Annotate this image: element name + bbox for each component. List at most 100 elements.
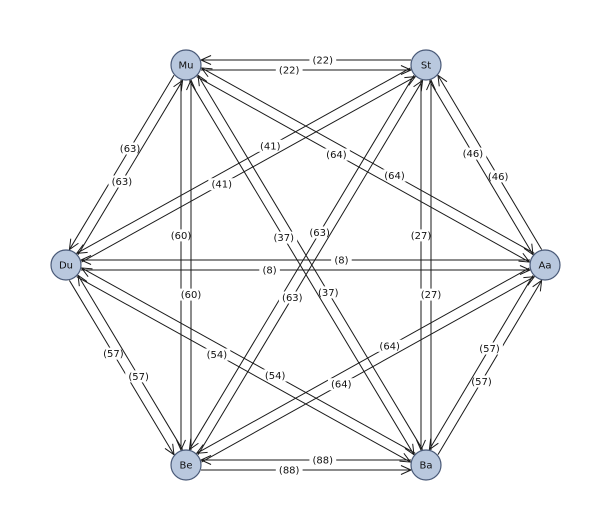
arrowhead xyxy=(413,79,424,92)
node-label: Ba xyxy=(420,461,433,472)
edge-be-to-ba: (88) xyxy=(201,464,413,477)
edge-label-background xyxy=(309,454,337,466)
arrowhead xyxy=(523,243,534,256)
arrowhead xyxy=(75,244,88,254)
edge-weight-label: (60) xyxy=(171,231,192,242)
edge-label-background xyxy=(476,342,503,355)
edge-label-background xyxy=(468,375,495,388)
node-mu: Mu xyxy=(170,49,202,81)
edge-line xyxy=(201,276,535,463)
edge-label-background xyxy=(376,339,404,352)
arrowhead xyxy=(77,274,88,287)
node-label: Mu xyxy=(179,61,194,72)
edge-weight-label: (41) xyxy=(211,180,232,191)
edge-label-background xyxy=(125,370,153,383)
edge-mu-to-aa: (64) xyxy=(196,76,531,263)
arrowhead xyxy=(188,438,199,451)
arrowhead xyxy=(195,444,208,454)
edge-weight-label: (57) xyxy=(479,344,500,355)
edge-line xyxy=(201,67,535,254)
edge-line xyxy=(77,275,183,450)
arrowhead xyxy=(404,76,417,86)
arrowhead xyxy=(426,78,436,91)
node-aa: Aa xyxy=(529,249,561,281)
edge-weight-label: (63) xyxy=(120,144,141,155)
edge-line xyxy=(437,280,543,455)
edge-label-background xyxy=(167,229,195,242)
arrowhead xyxy=(80,267,93,278)
arrowhead xyxy=(79,255,92,265)
node-circle xyxy=(529,249,561,281)
edge-line xyxy=(196,267,530,454)
edge-weight-label: (64) xyxy=(331,380,352,391)
edge-label-background xyxy=(275,64,303,76)
node-label: Be xyxy=(179,461,192,472)
edge-weight-label: (63) xyxy=(282,293,303,304)
edge-weight-label: (46) xyxy=(488,172,509,183)
edge-line xyxy=(76,67,411,254)
edge-line xyxy=(69,280,175,455)
arrowhead xyxy=(518,252,531,263)
edge-label-background xyxy=(177,288,205,301)
edge-label-background xyxy=(203,348,231,361)
edge-label-background xyxy=(323,148,350,161)
edge-label-background xyxy=(108,175,136,188)
arrowhead xyxy=(197,74,208,87)
edge-line xyxy=(197,80,423,455)
edge-aa-to-st: (46) xyxy=(437,74,543,250)
edge-weight-label: (57) xyxy=(471,377,492,388)
edge-weight-label: (37) xyxy=(318,288,339,299)
edge-label-background xyxy=(99,347,127,360)
edge-label-background xyxy=(314,286,342,299)
edge-label-background xyxy=(270,231,298,244)
edge-aa-to-du: (8) xyxy=(79,254,530,267)
edge-label-background xyxy=(275,464,303,476)
arrowhead xyxy=(437,74,448,87)
edge-weight-label: (27) xyxy=(411,231,432,242)
edge-mu-to-ba: (37) xyxy=(189,80,415,456)
edge-label-background xyxy=(459,147,487,160)
edge-st-to-aa: (46) xyxy=(428,80,534,256)
arrowhead xyxy=(428,438,439,451)
edge-ba-to-mu: (37) xyxy=(197,74,423,450)
arrowhead xyxy=(186,78,196,91)
edge-weight-label: (37) xyxy=(273,233,294,244)
edge-st-to-ba: (27) xyxy=(407,80,435,452)
edge-weight-label: (64) xyxy=(326,150,347,161)
arrowhead xyxy=(400,65,413,75)
node-st: St xyxy=(410,49,442,81)
arrowhead xyxy=(199,455,212,465)
node-du: Du xyxy=(50,249,82,281)
edge-aa-to-be: (64) xyxy=(195,267,530,454)
edge-line xyxy=(428,80,534,255)
node-circle xyxy=(410,49,442,81)
node-label: St xyxy=(421,61,431,72)
edge-weight-label: (60) xyxy=(181,290,202,301)
edge-weight-label: (57) xyxy=(103,349,124,360)
edge-weight-label: (64) xyxy=(379,341,400,352)
edge-label-background xyxy=(256,139,284,152)
arrowhead xyxy=(416,439,426,452)
edge-line xyxy=(428,275,534,450)
edge-line xyxy=(437,75,543,250)
arrowhead xyxy=(399,452,412,463)
edge-be-to-aa: (64) xyxy=(201,276,536,463)
edge-label-background xyxy=(484,170,512,183)
edge-aa-to-ba: (57) xyxy=(428,275,534,451)
node-ba: Ba xyxy=(410,449,442,481)
arrowhead xyxy=(404,443,415,456)
edge-weight-label: (88) xyxy=(313,456,334,467)
edge-be-to-st: (63) xyxy=(197,79,424,455)
edge-mu-to-st: (22) xyxy=(201,64,413,77)
edge-st-to-be: (63) xyxy=(188,75,415,451)
edge-line xyxy=(81,76,416,263)
edge-label-background xyxy=(259,264,280,276)
edge-label-background xyxy=(331,254,352,266)
edge-line xyxy=(196,76,530,263)
edge-weight-label: (54) xyxy=(265,371,286,382)
edge-line xyxy=(81,267,416,454)
edge-du-to-aa: (8) xyxy=(81,264,532,277)
edge-ba-to-st: (27) xyxy=(417,78,445,450)
edge-label-background xyxy=(381,169,408,182)
